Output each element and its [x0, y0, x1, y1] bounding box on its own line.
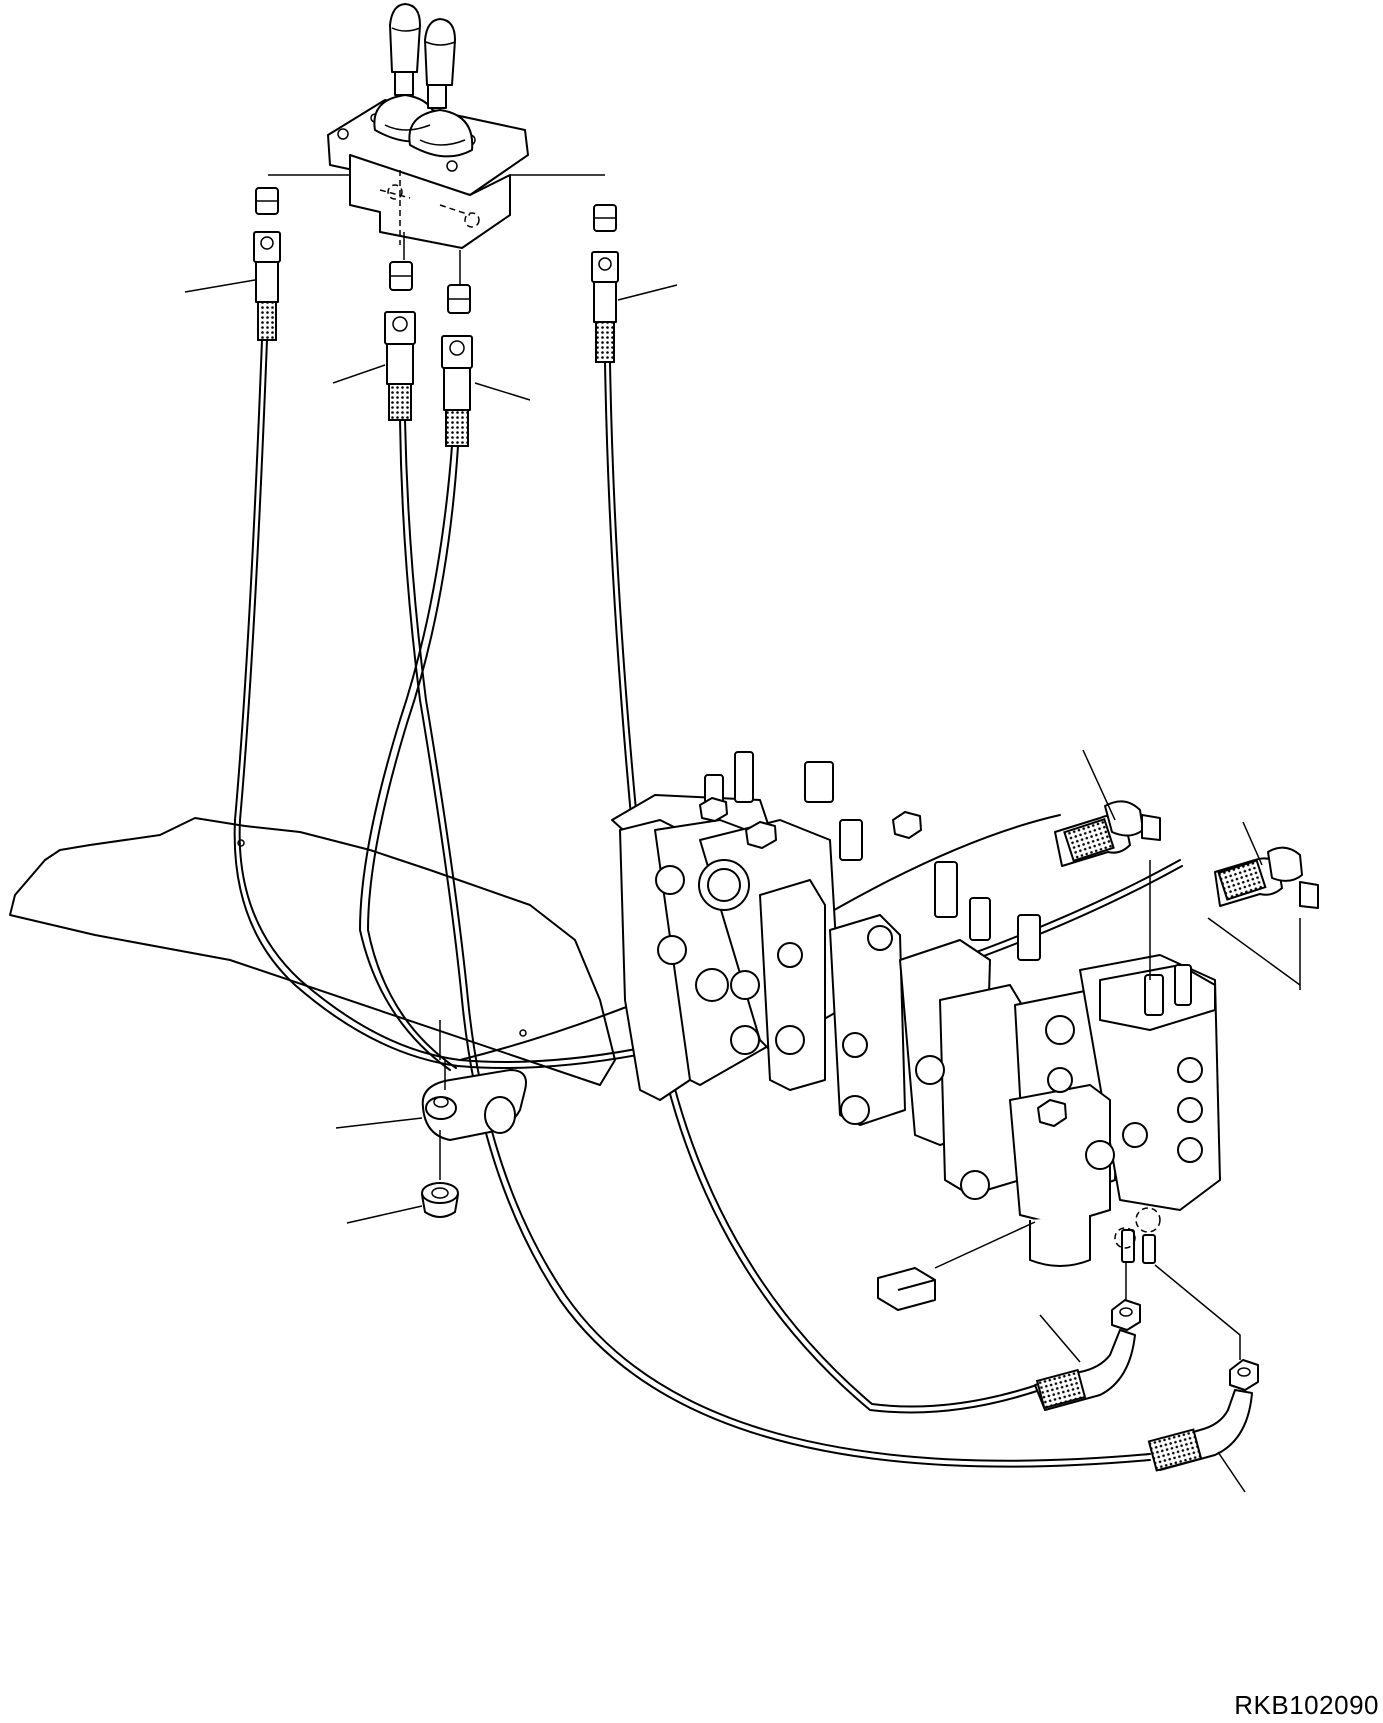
hose-clamp: [421, 1060, 527, 1141]
floor-plate: [9, 817, 616, 1086]
callout-leader-4: [617, 284, 678, 301]
hose-fitting-1: [253, 187, 281, 341]
main-control-valve: [611, 751, 1221, 1267]
elbow-fitting-1: [1054, 800, 1161, 867]
callout-leader-5: [335, 1117, 423, 1129]
hose-fitting-2: [384, 261, 416, 421]
pilot-control-valve: [327, 3, 529, 249]
hose-fitting-4: [591, 204, 619, 363]
callout-leader-8: [1242, 821, 1263, 866]
elbow-fitting-3: [1034, 1299, 1141, 1411]
elbow-fitting-4: [1147, 1359, 1259, 1472]
clamp-nut: [421, 1182, 459, 1218]
callout-leader-6: [346, 1205, 423, 1224]
callout-leader-9: [1039, 1314, 1081, 1363]
callout-leader-10: [1217, 1451, 1246, 1493]
callout-leader-7: [1082, 749, 1116, 821]
electrical-connector: [877, 1221, 1036, 1311]
drawing-id-label: RKB102090: [1234, 1690, 1379, 1720]
callout-leader-1: [184, 279, 256, 293]
callout-leader-2: [332, 364, 386, 384]
elbow-fitting-2: [1214, 846, 1319, 909]
hose-fitting-3: [441, 284, 473, 447]
callout-leader-3: [474, 382, 531, 401]
